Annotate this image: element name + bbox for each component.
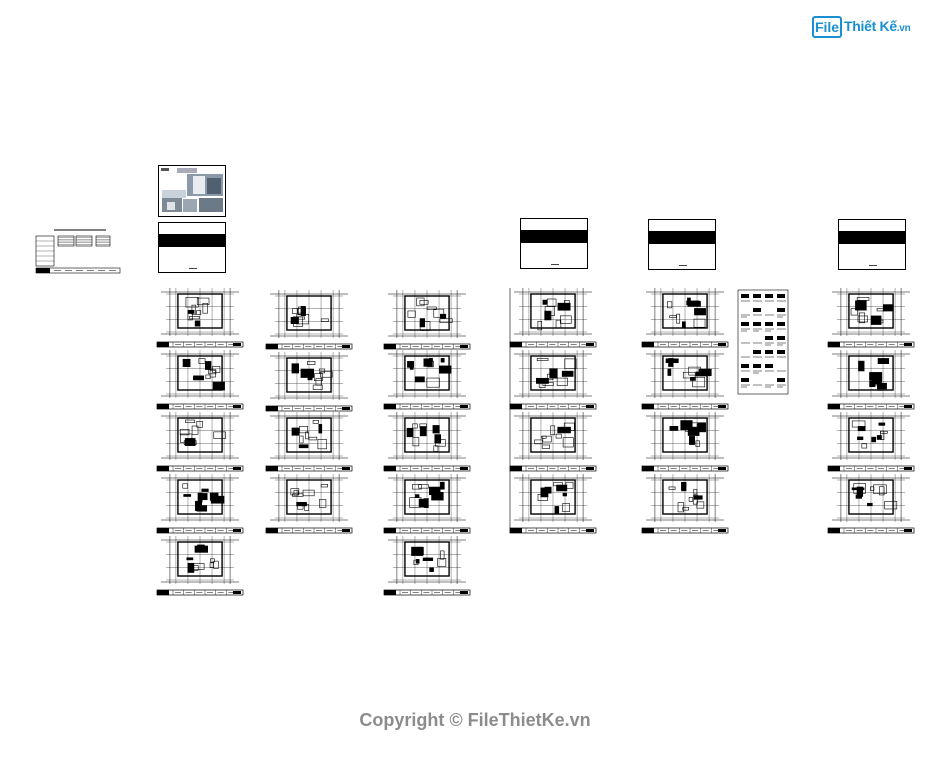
copyright-text: Copyright © FileThietKe.vn (359, 710, 591, 730)
drawing-sheet (509, 412, 597, 472)
index-table (35, 229, 121, 274)
drawing-sheet (827, 350, 915, 410)
cover-sheet (520, 218, 588, 269)
drawing-sheet (641, 350, 729, 410)
drawing-sheet (265, 412, 353, 472)
cover-band (649, 231, 715, 244)
photo-sheet (158, 165, 226, 217)
logo-text-main: Thiết Kế (844, 18, 897, 34)
logo-text: Thiết Kế.vn (844, 18, 911, 34)
photo-sheet-collage (161, 168, 223, 212)
cover-sheet (838, 219, 906, 270)
cover-mark (550, 264, 559, 265)
drawing-sheet (383, 536, 471, 596)
drawing-sheet (265, 474, 353, 534)
drawing-sheet (156, 536, 244, 596)
drawing-sheet (509, 474, 597, 534)
drawing-sheet (827, 474, 915, 534)
drawing-sheet (265, 290, 353, 350)
drawing-sheet (383, 290, 471, 350)
cover-band (159, 234, 225, 247)
drawing-sheet (827, 412, 915, 472)
drawing-sheet (383, 412, 471, 472)
drawing-sheet (641, 412, 729, 472)
cover-mark (678, 265, 687, 266)
drawing-sheet (641, 288, 729, 348)
logo-text-suffix: .vn (896, 23, 911, 34)
drawing-sheet (509, 288, 597, 348)
cover-mark (188, 268, 197, 269)
drawing-sheet (383, 474, 471, 534)
filethietke-logo: File Thiết Kế.vn (812, 14, 922, 42)
drawing-sheet (156, 350, 244, 410)
drawing-sheet (509, 350, 597, 410)
cover-band (839, 231, 905, 244)
drawing-sheet (827, 288, 915, 348)
cover-mark (868, 265, 877, 266)
drawing-sheet (265, 352, 353, 412)
drawing-sheet (156, 288, 244, 348)
drawing-sheet (383, 350, 471, 410)
drawing-sheet (156, 474, 244, 534)
drawing-sheet (156, 412, 244, 472)
cover-band (521, 230, 587, 243)
cover-sheet (158, 222, 226, 273)
drawing-sheet (641, 474, 729, 534)
cover-sheet (648, 219, 716, 270)
details-sheet (737, 289, 789, 395)
logo-box: File (812, 16, 842, 38)
